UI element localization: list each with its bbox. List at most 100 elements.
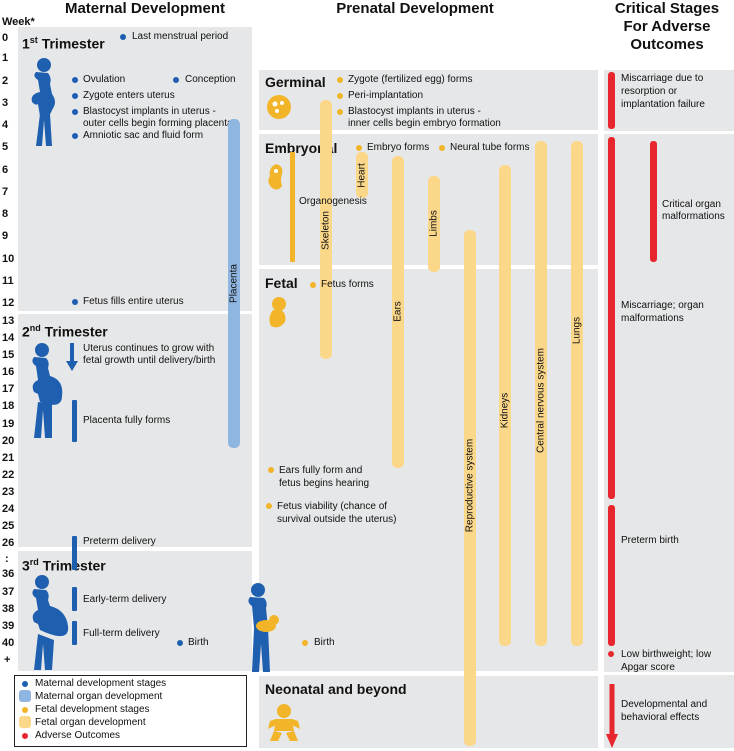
conception-label: Conception <box>185 74 236 85</box>
ears-form-label: Ears fully form and <box>279 465 363 476</box>
full-term-bar <box>72 621 77 645</box>
fetus-icon <box>269 297 286 328</box>
low-birthweight-label-2: Apgar score <box>621 662 675 673</box>
reproductive-organ-label: Reproductive system <box>464 438 476 533</box>
adverse-divider-2 <box>604 672 734 675</box>
legend-maternal-organ-swatch <box>19 690 31 702</box>
adverse-outcome-dot <box>608 651 614 657</box>
maternal-panel-first-trimester <box>18 27 252 311</box>
preterm-birth-label: Preterm birth <box>621 535 679 546</box>
week-label: 26 <box>2 537 15 549</box>
week-header: Week* <box>2 16 35 28</box>
fetal-stage-dot <box>337 109 343 115</box>
maternal-stage-dot <box>72 77 78 83</box>
week-label: 8 <box>2 208 9 220</box>
pregnant-woman-icon <box>31 58 55 146</box>
fetal-stage-dot <box>337 77 343 83</box>
maternal-stage-dot <box>72 109 78 115</box>
prenatal-birth-label: Birth <box>314 637 335 648</box>
early-term-delivery-label: Early-term delivery <box>83 594 167 605</box>
legend-fetal-organ-label: Fetal organ development <box>35 717 146 728</box>
placenta-fully-forms-label: Placenta fully forms <box>83 415 171 426</box>
placenta-bar-label: Placenta <box>228 264 240 303</box>
week-label: 40 <box>2 637 15 649</box>
miscarriage-organ-label: Miscarriage; organ <box>621 300 704 311</box>
legend-adverse-label: Adverse Outcomes <box>35 730 121 741</box>
fetus-forms-label: Fetus forms <box>321 279 374 290</box>
preterm-delivery-label: Preterm delivery <box>83 536 156 547</box>
fetal-stage-dot <box>266 503 272 509</box>
week-label: 13 <box>2 315 15 327</box>
limbs-organ-bar <box>428 176 440 272</box>
ears-organ-label: Ears <box>392 301 404 322</box>
week-label: 19 <box>2 418 15 430</box>
legend-adverse-swatch <box>22 733 28 739</box>
maternal-panel-second-trimester <box>18 314 252 547</box>
infant-icon <box>268 704 300 741</box>
legend-fetal-stage-swatch <box>22 707 28 713</box>
embryo-forms-label: Embryo forms <box>367 142 430 153</box>
legend-fetal-organ-swatch <box>19 716 31 728</box>
fetal-stage-dot <box>356 145 362 151</box>
week-label: 22 <box>2 469 15 481</box>
uterus-grows-label-2: fetal growth until delivery/birth <box>83 355 216 366</box>
critical-organ-label: Critical organ <box>662 199 721 210</box>
fetal-stage-dot <box>268 467 274 473</box>
week-label: 11 <box>2 275 14 287</box>
zygote-icon <box>267 95 291 119</box>
heart-organ-label: Heart <box>356 163 368 188</box>
week-label: 37 <box>2 586 15 598</box>
fetus-viability-label-2: survival outside the uterus) <box>277 514 397 525</box>
miscarriage-resorption-label-2: resorption or <box>621 86 678 97</box>
lungs-organ-label: Lungs <box>571 316 583 345</box>
week-label: 16 <box>2 366 15 378</box>
week-label: 25 <box>2 520 15 532</box>
arrow-down-icon <box>606 684 618 748</box>
legend-maternal-stage-swatch <box>22 681 28 687</box>
organogenesis-label: Organogenesis <box>299 196 367 207</box>
week-label: 24 <box>2 503 15 515</box>
early-term-bar <box>72 587 77 611</box>
week-label: 18 <box>2 400 15 412</box>
mother-with-baby-icon <box>248 583 279 672</box>
blastocyst-inner-label: Blastocyst implants in uterus - <box>348 106 481 117</box>
maternal-stage-dot <box>120 34 126 40</box>
ears-form-label-2: fetus begins hearing <box>279 478 370 489</box>
maternal-stage-dot <box>72 299 78 305</box>
maternal-stage-dot <box>72 133 78 139</box>
week-label: 0 <box>2 32 9 44</box>
low-birthweight-label: Low birthweight; low <box>621 649 712 660</box>
critical-header-line1: Critical Stages <box>614 0 720 17</box>
week-label: 3 <box>2 97 9 109</box>
maternal-stage-dot <box>173 77 179 83</box>
week-label: 1 <box>2 52 9 64</box>
week-label: 20 <box>2 435 15 447</box>
miscarriage-resorption-label: Miscarriage due to <box>621 73 704 84</box>
miscarriage-organ-label-2: malformations <box>621 313 684 324</box>
week-label: 6 <box>2 164 9 176</box>
germinal-stage-title: Germinal <box>265 74 326 90</box>
heart-organ-bar <box>356 152 368 198</box>
limbs-organ-label: Limbs <box>428 210 440 237</box>
preterm-bar <box>72 536 77 570</box>
fetal-stage-title: Fetal <box>265 275 298 291</box>
fetal-stage-dot <box>439 145 445 151</box>
cns-organ-bar <box>535 141 547 646</box>
lungs-organ-bar <box>571 141 583 646</box>
pregnant-woman-icon <box>32 343 63 438</box>
legend-fetal-stages-label: Fetal development stages <box>35 704 150 715</box>
week-label: 36 <box>2 568 15 580</box>
week-label: 23 <box>2 486 15 498</box>
developmental-effects-label: Developmental and <box>621 699 708 710</box>
prenatal-panel-germinal <box>259 70 598 130</box>
organogenesis-bar <box>290 152 295 262</box>
zygote-enters-uterus-label: Zygote enters uterus <box>83 90 175 101</box>
neonatal-stage-title: Neonatal and beyond <box>265 681 407 697</box>
embryonal-stage-title: Embryonal <box>265 140 338 156</box>
ears-organ-bar <box>392 156 404 468</box>
fetus-fills-uterus-label: Fetus fills entire uterus <box>83 296 184 307</box>
maternal-stage-dot <box>72 93 78 99</box>
legend: Maternal development stages Maternal org… <box>14 675 247 747</box>
week-label: 4 <box>2 119 9 131</box>
placenta-forms-bar <box>72 400 77 442</box>
